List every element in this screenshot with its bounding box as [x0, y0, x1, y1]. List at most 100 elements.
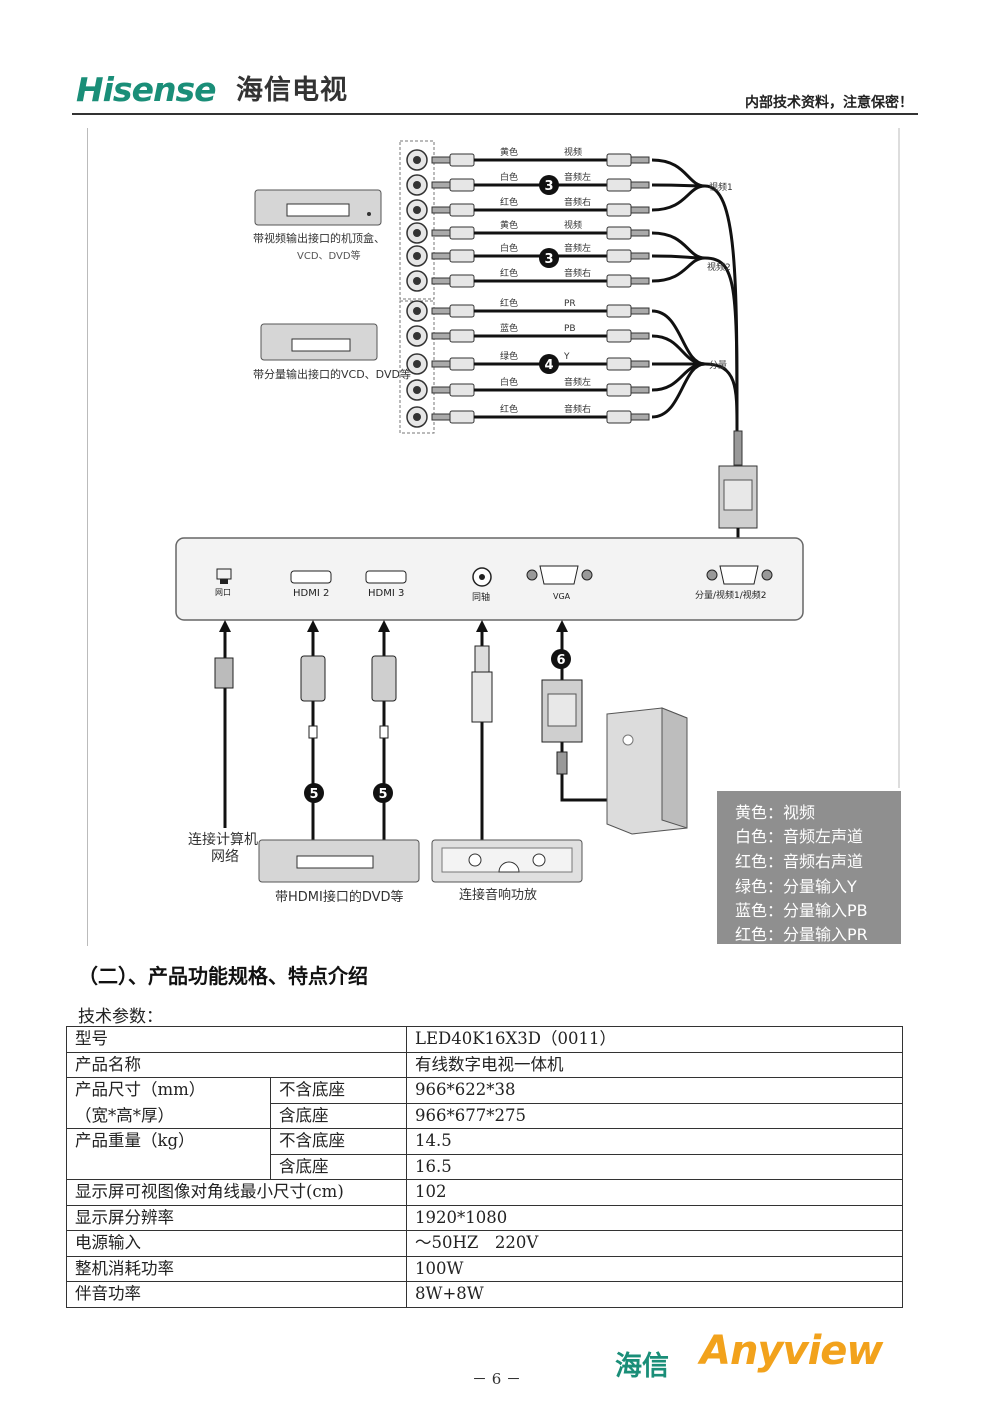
table-row: 产品重量（kg） 不含底座 14.5 [66, 1128, 903, 1180]
coaxial-plug [471, 645, 493, 723]
row-color-label: 白色 [500, 171, 518, 183]
spec-value: 有线数字电视一体机 [406, 1051, 903, 1078]
legend-item-1: 黄色：视频 [735, 803, 816, 822]
row-signal-label: 视频 [564, 146, 582, 158]
table-row: 型号 LED40K16X3D（0011） [66, 1026, 903, 1053]
row-color-label: 黄色 [500, 219, 518, 231]
color-legend: 黄色：视频 白色：音频左声道 红色：音频右声道 绿色：分量输入Y 蓝色：分量输入… [717, 791, 901, 944]
legend-item-5: 蓝色：分量输入PB [735, 901, 868, 920]
spec-sublabel: 不含底座 [270, 1077, 407, 1104]
rca-jack [406, 270, 428, 292]
legend-item-4: 绿色：分量输入Y [735, 877, 857, 896]
audio-amplifier-device [431, 839, 583, 883]
rca-jack [406, 149, 428, 171]
rca-jack [406, 245, 428, 267]
row-color-label: 绿色 [500, 350, 518, 362]
badge-3a: 3 [539, 175, 559, 195]
header-rule [72, 113, 918, 115]
spec-label: 电源输入 [66, 1230, 407, 1257]
network-label-b: 网络 [211, 849, 239, 865]
svg-text:6: 6 [556, 653, 565, 668]
table-row: 产品名称 有线数字电视一体机 [66, 1051, 903, 1078]
rca-cable-row: 黄色视频 [431, 146, 650, 167]
legend-item-6: 红色：分量输入PR [735, 925, 868, 944]
rca-cable-row: 白色 音频左 [431, 376, 650, 397]
spec-sublabel: 含底座 [270, 1102, 407, 1129]
rca-jack [406, 406, 428, 428]
vga-plug [541, 679, 583, 775]
badge-5b: 5 [373, 783, 393, 803]
spec-label: 型号 [66, 1026, 407, 1053]
spec-value: ～50HZ 220V [406, 1230, 903, 1257]
rca-cable-row: 红色 PR [431, 297, 650, 318]
port-label-component: 分量/视频1/视频2 [695, 589, 767, 601]
svg-text:3: 3 [544, 179, 553, 194]
rca-jack [406, 379, 428, 401]
rca-cable-row: 红色音频右 [431, 196, 650, 217]
table-row: 显示屏可视图像对角线最小尺寸(cm) 102 [66, 1179, 903, 1206]
hisense-tv-title: 海信电视 [236, 75, 348, 106]
table-row: 电源输入 ～50HZ 220V [66, 1230, 903, 1257]
row-color-label: 白色 [500, 376, 518, 388]
badge-5a: 5 [304, 783, 324, 803]
spec-sublabel: 含底座 [270, 1153, 407, 1180]
svg-text:4: 4 [544, 358, 553, 373]
spec-label: 整机消耗功率 [66, 1255, 407, 1282]
page-number: － 6 － [471, 1370, 522, 1388]
port-label-hdmi2: HDMI 2 [293, 588, 329, 599]
hdmi-plug-right [371, 655, 397, 739]
table-row: 产品尺寸（mm） （宽*高*厚） 不含底座 966*622*38 [66, 1077, 903, 1129]
row-color-label: 红色 [500, 196, 518, 208]
source2-label: 带分量输出接口的VCD、DVD等 [253, 367, 411, 381]
table-row: 整机消耗功率 100W [66, 1255, 903, 1282]
spec-value: LED40K16X3D（0011） [406, 1026, 903, 1053]
rca-cable-row: 白色 音频左 [431, 242, 650, 263]
hisense-logo: Hisense [76, 70, 216, 109]
row-signal-label: 音频右 [564, 267, 591, 279]
rca-jack [406, 199, 428, 221]
row-color-label: 红色 [500, 403, 518, 415]
badge-4: 4 [539, 354, 559, 374]
rca-jack [406, 353, 428, 375]
spec-value: 14.5 [406, 1128, 903, 1155]
rca-jack [406, 174, 428, 196]
row-signal-label: 视频 [564, 219, 582, 231]
rca-cable-row: 红色音频右 [431, 403, 650, 424]
row-signal-label: 音频左 [564, 376, 591, 388]
spec-label: 伴音功率 [66, 1281, 407, 1308]
spec-value: 16.5 [406, 1153, 903, 1180]
group-label-video1: 视频1 [709, 181, 733, 193]
computer-tower [606, 707, 688, 835]
rca-jacks [406, 149, 428, 428]
amp-label: 连接音响功放 [459, 887, 537, 903]
section-title: （二）、产品功能规格、特点介绍 [78, 964, 368, 988]
network-label-a: 连接计算机 [188, 831, 258, 848]
table-row: 伴音功率 8W+8W [66, 1281, 903, 1308]
svg-text:3: 3 [544, 252, 553, 267]
svg-text:5: 5 [309, 787, 318, 802]
badge-3b: 3 [539, 248, 559, 268]
legend-item-3: 红色：音频右声道 [735, 852, 864, 871]
rca-cable-row: 红色音频右 [431, 267, 650, 288]
spec-label: 显示屏可视图像对角线最小尺寸(cm) [66, 1179, 407, 1206]
row-signal-label: PR [564, 299, 576, 309]
spec-sublabel: 不含底座 [270, 1128, 407, 1155]
spec-caption: 技术参数： [78, 1007, 163, 1027]
row-signal-label: 音频左 [564, 242, 591, 254]
component-port-icon [706, 565, 773, 585]
table-row: 含底座 966*677*275 [67, 1102, 903, 1129]
group-label-video2: 视频2 [707, 261, 731, 273]
port-label-hdmi3: HDMI 3 [368, 588, 404, 599]
footer-hisense-cn-logo: 海信 [615, 1351, 669, 1382]
row-signal-label: Y [563, 352, 570, 362]
spec-value: 102 [406, 1179, 903, 1206]
spec-value: 1920*1080 [406, 1204, 903, 1231]
row-color-label: 白色 [500, 242, 518, 254]
row-color-label: 红色 [500, 297, 518, 309]
port-label-coaxial: 同轴 [472, 591, 490, 603]
spec-label-size: 产品尺寸（mm） （宽*高*厚） [66, 1077, 271, 1129]
vga-port-icon [526, 565, 593, 585]
port-label-lan: 网口 [215, 588, 231, 597]
row-color-label: 蓝色 [500, 322, 518, 334]
